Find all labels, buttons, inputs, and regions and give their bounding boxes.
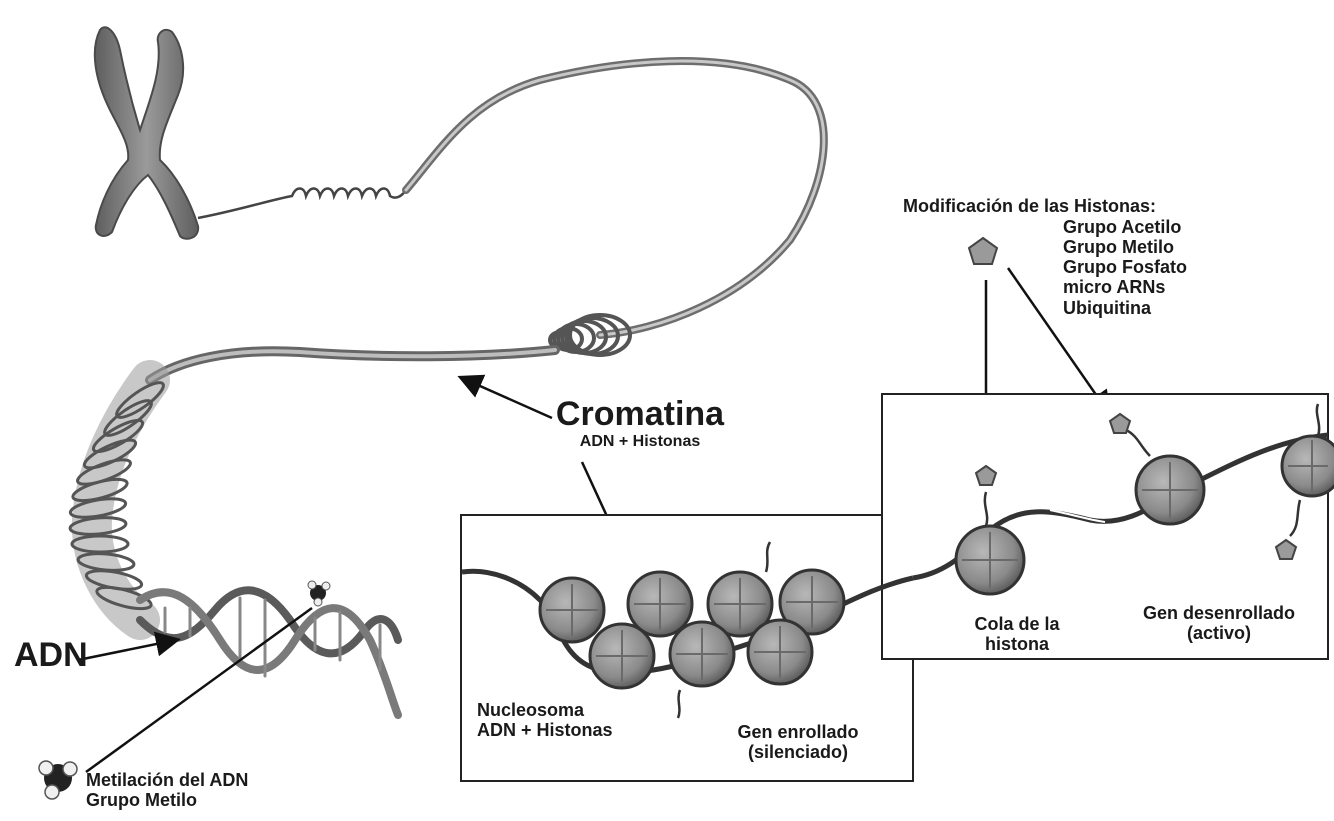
nucleosome [540,578,604,642]
methyl-legend-icon [39,761,77,799]
modificacion-item: micro ARNs [1063,277,1187,297]
label-gen-desenrollado: Gen desenrollado (activo) [1126,603,1312,643]
label-gen-desenrollado-line1: Gen desenrollado [1126,603,1312,623]
label-adn: ADN [14,636,88,674]
label-gen-enrollado-line1: Gen enrollado [718,722,878,742]
dna-thread [198,189,406,219]
label-metilacion: Metilación del ADN Grupo Metilo [86,770,248,810]
label-nucleosoma: Nucleosoma ADN + Histonas [477,700,613,740]
modificacion-item: Grupo Acetilo [1063,217,1187,237]
chromosome-x [95,27,198,239]
label-gen-desenrollado-line2: (activo) [1126,623,1312,643]
label-metilacion-line1: Metilación del ADN [86,770,248,790]
methyl-group-icon [308,581,330,606]
label-nucleosoma-line2: ADN + Histonas [477,720,613,740]
modificacion-item: Ubiquitina [1063,298,1187,318]
nucleosome [670,622,734,686]
label-cola-line2: histona [962,634,1072,654]
label-cromatina-title: Cromatina [540,395,740,433]
nucleosome [748,620,812,684]
label-cola-line1: Cola de la [962,614,1072,634]
nucleosome [1282,436,1334,496]
label-gen-enrollado: Gen enrollado (silenciado) [718,722,878,762]
label-cromatina: Cromatina ADN + Histonas [540,395,740,451]
label-cola-histona: Cola de la histona [962,614,1072,654]
fiber-coil [550,315,630,355]
supercoiled-fiber [69,377,167,620]
modification-marker-icon [969,238,997,264]
nucleosome [956,526,1024,594]
nucleosome [1136,456,1204,524]
label-metilacion-line2: Grupo Metilo [86,790,248,810]
label-modificacion-items: Grupo Acetilo Grupo Metilo Grupo Fosfato… [1063,217,1187,318]
chromatin-loop [406,61,824,335]
dna-double-helix [140,590,398,715]
modificacion-item: Grupo Fosfato [1063,257,1187,277]
label-modificacion-title: Modificación de las Histonas: [903,196,1156,216]
label-nucleosoma-line1: Nucleosoma [477,700,613,720]
nucleosome [590,624,654,688]
label-gen-enrollado-line2: (silenciado) [718,742,878,762]
label-cromatina-sub: ADN + Histonas [540,433,740,451]
modificacion-item: Grupo Metilo [1063,237,1187,257]
